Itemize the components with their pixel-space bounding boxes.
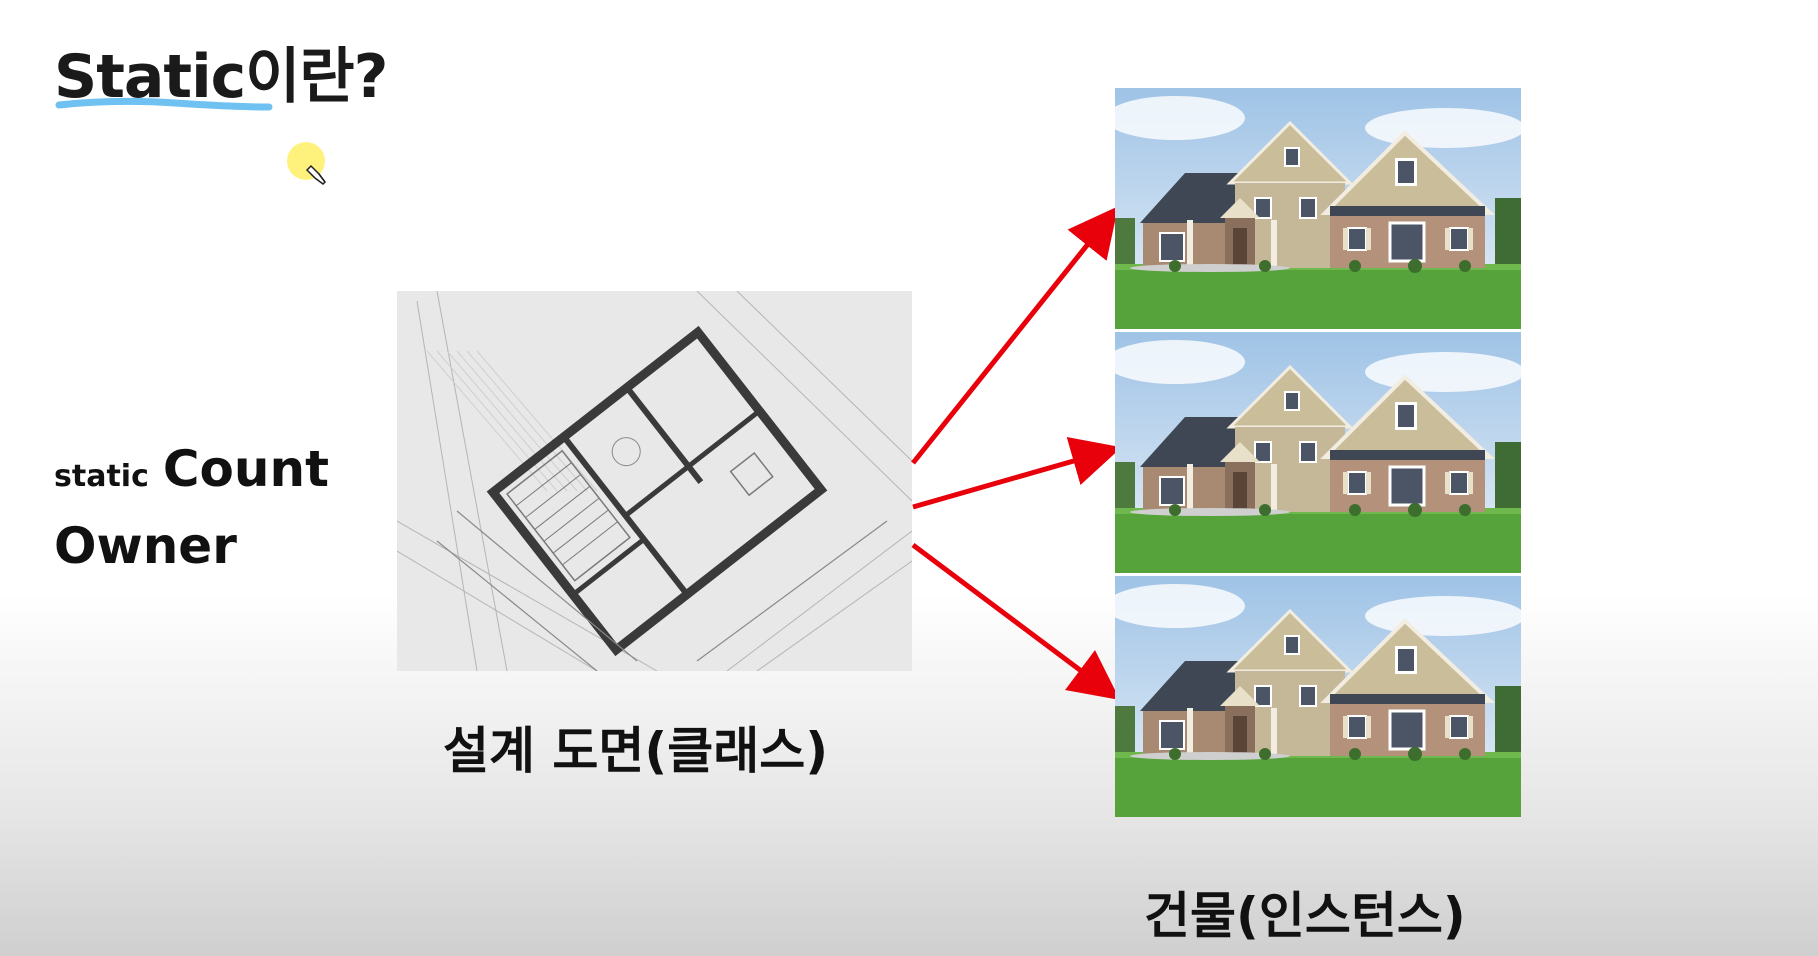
blueprint-image [397,291,912,671]
static-keyword: static [54,459,149,494]
count-label: Count [162,440,329,498]
title-underline [55,97,273,111]
house-instance-image [1115,332,1521,573]
pencil-cursor-icon [305,164,326,185]
arrow-to-house-3 [911,542,1121,700]
house-instance-image [1115,88,1521,329]
instances-caption: 건물(인스턴스) [1144,887,1466,945]
house-instance-image [1115,576,1521,817]
arrow-to-house-1 [911,206,1119,465]
arrow-to-house-2 [912,436,1122,510]
static-count-label: static Count [54,440,329,498]
blueprint-caption: 설계 도면(클래스) [443,722,829,780]
owner-label: Owner [54,517,237,575]
